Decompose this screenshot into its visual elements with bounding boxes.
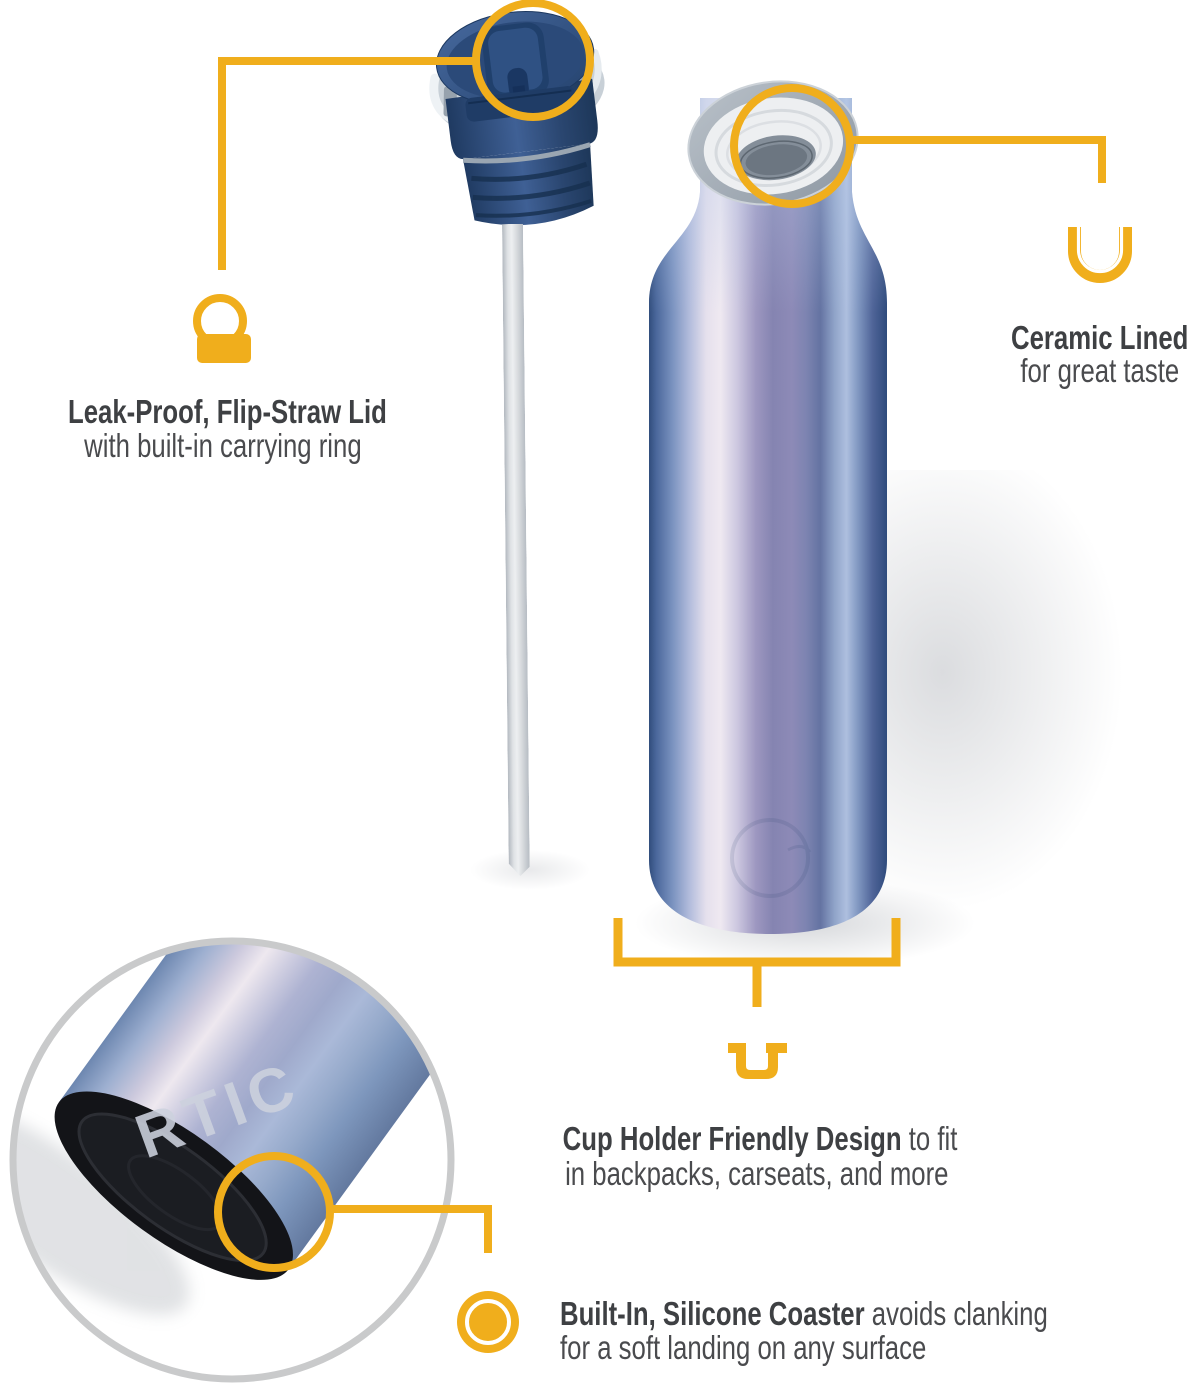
lid-callout-line — [218, 57, 477, 270]
coaster-inset: RTIC — [9, 937, 455, 1383]
cup-holder-callout-subtitle: in backpacks, carseats, and more — [565, 1155, 949, 1192]
lid-callout-title: Leak-Proof, Flip-Straw Lid — [67, 393, 387, 430]
coaster-callout-title: Built-In, Silicone Coaster — [560, 1295, 865, 1332]
coaster-callout-text: Built-In, Silicone Coaster avoids clanki… — [560, 1295, 1048, 1366]
coaster-icon — [457, 1291, 519, 1353]
ceramic-callout-text: Ceramic Lined for great taste — [950, 321, 1201, 387]
flip-straw-lid — [429, 11, 605, 226]
water-bottle — [649, 80, 887, 934]
lid-callout-text: Leak-Proof, Flip-Straw Lid with built-in… — [23, 395, 423, 463]
ceramic-callout-subtitle: for great taste — [1020, 352, 1180, 389]
lid-highlight-circle — [472, 0, 594, 121]
straw-shadow — [470, 850, 590, 890]
cup-holder-icon — [728, 1043, 787, 1079]
cup-holder-bracket — [613, 918, 901, 1007]
ceramic-callout-title: Ceramic Lined — [1011, 319, 1189, 356]
coaster-callout-subtitle: for a soft landing on any surface — [560, 1329, 927, 1366]
lid-callout-subtitle: with built-in carrying ring — [84, 427, 362, 464]
coaster-callout-line — [330, 1205, 492, 1253]
inset-ring — [9, 937, 455, 1383]
lid-hinge — [465, 86, 576, 122]
bottle-shadow — [880, 470, 1130, 920]
coaster-highlight-circle — [214, 1152, 334, 1272]
cup-holder-callout-text: Cup Holder Friendly Design to fit in bac… — [562, 1120, 958, 1192]
carrying-ring-icon — [193, 294, 251, 363]
cup-holder-callout-title: Cup Holder Friendly Design — [562, 1120, 902, 1157]
ceramic-callout-line — [852, 136, 1106, 183]
ceramic-lined-icon — [1068, 227, 1132, 283]
embossed-logo — [730, 818, 812, 898]
lid-threads — [463, 143, 594, 226]
mouth-highlight-circle — [730, 84, 854, 208]
